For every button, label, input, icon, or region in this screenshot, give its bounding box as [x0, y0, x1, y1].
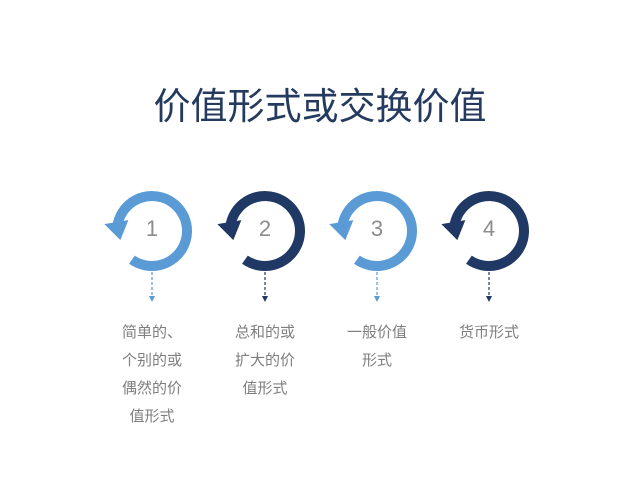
arrow-head	[104, 220, 129, 241]
step-number: 1	[145, 216, 159, 241]
circular-arrow-body	[449, 191, 529, 271]
step-number: 3	[370, 216, 384, 241]
step-description: 简单的、 个别的或 偶然的价 值形式	[102, 318, 202, 430]
arrow-head	[441, 220, 466, 241]
circular-arrow-body	[225, 191, 305, 271]
step-number: 2	[258, 216, 272, 241]
circular-arrow-body	[112, 191, 192, 271]
desc-line: 形式	[361, 351, 392, 369]
step-number: 4	[482, 216, 496, 241]
circular-arrow-body	[337, 191, 417, 271]
arrow-down-icon	[149, 296, 155, 302]
desc-line: 简单的、	[121, 323, 182, 341]
arrow-down-icon	[262, 296, 268, 302]
circular-arrow-icon	[217, 191, 305, 302]
desc-line: 个别的或	[121, 351, 182, 369]
arrow-head	[217, 220, 242, 241]
desc-line: 总和的或	[234, 323, 295, 341]
desc-line: 一般价值	[346, 323, 407, 341]
circular-arrow-icon	[104, 191, 192, 302]
desc-line: 偶然的价	[121, 379, 182, 397]
step-description: 一般价值 形式	[327, 318, 427, 374]
circular-arrow-icon	[329, 191, 417, 302]
desc-line: 扩大的价	[234, 351, 295, 369]
circular-arrow-icon	[441, 191, 529, 302]
desc-line: 货币形式	[458, 323, 519, 341]
desc-line: 值形式	[129, 407, 175, 425]
arrow-down-icon	[486, 296, 492, 302]
desc-line: 值形式	[242, 379, 288, 397]
slide-title: 价值形式或交换价值	[153, 85, 487, 128]
step-description: 总和的或 扩大的价 值形式	[215, 318, 315, 402]
arrow-head	[329, 220, 354, 241]
arrow-down-icon	[374, 296, 380, 302]
step-description: 货币形式	[439, 318, 539, 346]
